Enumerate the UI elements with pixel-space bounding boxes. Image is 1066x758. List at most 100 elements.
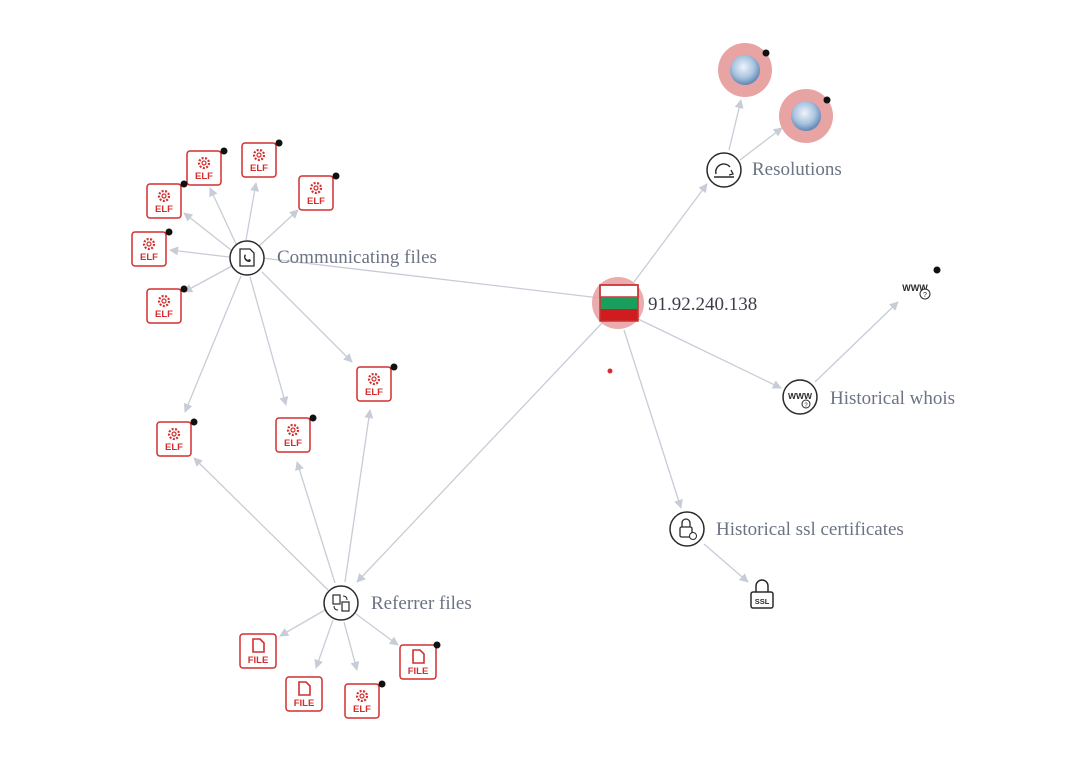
edge-resolutions-globe-1: [728, 99, 744, 151]
file-type-label: ELF: [284, 438, 302, 449]
file-type-label: ELF: [307, 196, 325, 207]
file-node[interactable]: FILE: [285, 676, 323, 712]
file-type-label: ELF: [250, 163, 268, 174]
gear-icon: [309, 181, 323, 195]
resolution-cycle-icon: [714, 163, 734, 178]
file-type-label: ELF: [165, 442, 183, 453]
communicating-files-label: Communicating files: [277, 247, 437, 268]
referrer-files-label: Referrer files: [371, 593, 472, 614]
status-dot: [180, 180, 188, 188]
svg-text:WWW: WWW: [788, 391, 813, 401]
ssl-lock-icon: SSL: [750, 579, 774, 609]
phone-file-icon: [239, 248, 255, 267]
gear-icon: [355, 689, 369, 703]
group-historical-ssl[interactable]: Historical ssl certificates: [669, 511, 904, 547]
edge-comm-elf-2: [245, 182, 260, 241]
historical-ssl-label: Historical ssl certificates: [716, 519, 904, 540]
edge-center-communicating: [261, 257, 601, 299]
gear-icon: [197, 156, 211, 170]
edge-ref-elf-1: [193, 457, 329, 591]
edge-ref-file-3: [355, 613, 399, 646]
edge-comm-elf-9: [261, 271, 353, 363]
edge-comm-elf-4: [183, 212, 232, 251]
elf-file-node[interactable]: ELF: [146, 285, 188, 324]
file-type-label: ELF: [140, 252, 158, 263]
status-dot: [332, 172, 340, 180]
status-dot: [823, 96, 831, 104]
globe-icon: [791, 101, 821, 131]
status-dot: [762, 49, 770, 57]
status-dot: [190, 418, 198, 426]
status-dot: [378, 680, 386, 688]
status-dot: [180, 285, 188, 293]
lock-cert-icon: [679, 518, 697, 540]
group-referrer-files[interactable]: Referrer files: [323, 585, 472, 621]
elf-file-node[interactable]: ELF: [344, 680, 386, 719]
resolutions-label: Resolutions: [752, 159, 842, 180]
file-type-label: FILE: [294, 698, 315, 709]
file-type-label: ELF: [155, 309, 173, 320]
edge-comm-elf-3: [257, 209, 299, 248]
document-icon: [252, 638, 265, 653]
elf-file-node[interactable]: ELF: [275, 414, 317, 453]
gear-icon: [367, 372, 381, 386]
ssl-cert-node[interactable]: SSL: [750, 579, 774, 609]
svg-text:?: ?: [804, 403, 808, 409]
historical-whois-label: Historical whois: [830, 388, 955, 409]
group-communicating-files[interactable]: Communicating files: [229, 240, 437, 276]
edge-ref-elf-4: [343, 621, 360, 671]
gear-icon: [286, 423, 300, 437]
gear-icon: [157, 189, 171, 203]
elf-file-node[interactable]: ELF: [131, 228, 173, 267]
elf-file-node[interactable]: ELF: [156, 418, 198, 457]
document-icon: [412, 649, 425, 664]
gear-icon: [167, 427, 181, 441]
file-swap-icon: [332, 594, 350, 612]
edge-ref-file-2: [314, 619, 334, 669]
status-dot: [433, 641, 441, 649]
edge-center-referrer: [356, 321, 604, 583]
file-node[interactable]: FILE: [399, 641, 441, 680]
svg-text:WWW: WWW: [902, 283, 928, 293]
group-resolutions[interactable]: Resolutions: [706, 152, 842, 188]
edge-ssl-cert: [703, 543, 749, 583]
edge-center-resolutions: [633, 183, 708, 283]
elf-file-node[interactable]: ELF: [186, 147, 228, 186]
file-type-label: ELF: [155, 204, 173, 215]
bulgaria-flag-icon: [599, 284, 639, 322]
document-icon: [298, 681, 311, 696]
edge-comm-elf-1: [209, 187, 238, 247]
status-dot: [220, 147, 228, 155]
edge-comm-elf-8: [249, 276, 289, 406]
globe-icon: [730, 55, 760, 85]
ip-address-label: 91.92.240.138: [648, 294, 757, 315]
elf-file-node[interactable]: ELF: [356, 363, 398, 402]
whois-record-node[interactable]: WWW ?: [902, 266, 941, 300]
domain-node-1[interactable]: [718, 43, 772, 97]
edge-whois-record: [814, 301, 899, 383]
ip-node[interactable]: 91.92.240.138: [592, 277, 757, 329]
file-node[interactable]: FILE: [239, 633, 277, 669]
group-historical-whois[interactable]: WWW ? Historical whois: [782, 379, 955, 415]
file-type-label: FILE: [408, 666, 429, 677]
ssl-text: SSL: [755, 597, 770, 606]
elf-file-node[interactable]: ELF: [146, 180, 188, 219]
elf-file-node[interactable]: ELF: [241, 139, 283, 178]
www-question-icon: WWW ?: [788, 391, 813, 409]
elf-file-node[interactable]: ELF: [298, 172, 340, 211]
edge-ref-elf-3: [344, 409, 374, 583]
edge-comm-elf-5: [169, 246, 230, 258]
edge-center-ssl: [623, 329, 683, 509]
file-type-label: ELF: [365, 387, 383, 398]
svg-text:?: ?: [923, 292, 927, 299]
status-dot: [390, 363, 398, 371]
edges: [169, 99, 899, 671]
status-dot: [933, 266, 941, 274]
edge-ref-file-1: [279, 609, 326, 637]
domain-node-2[interactable]: [779, 89, 833, 143]
file-type-label: ELF: [353, 704, 371, 715]
status-dot: [309, 414, 317, 422]
gear-icon: [142, 237, 156, 251]
edge-comm-elf-6: [183, 265, 233, 293]
